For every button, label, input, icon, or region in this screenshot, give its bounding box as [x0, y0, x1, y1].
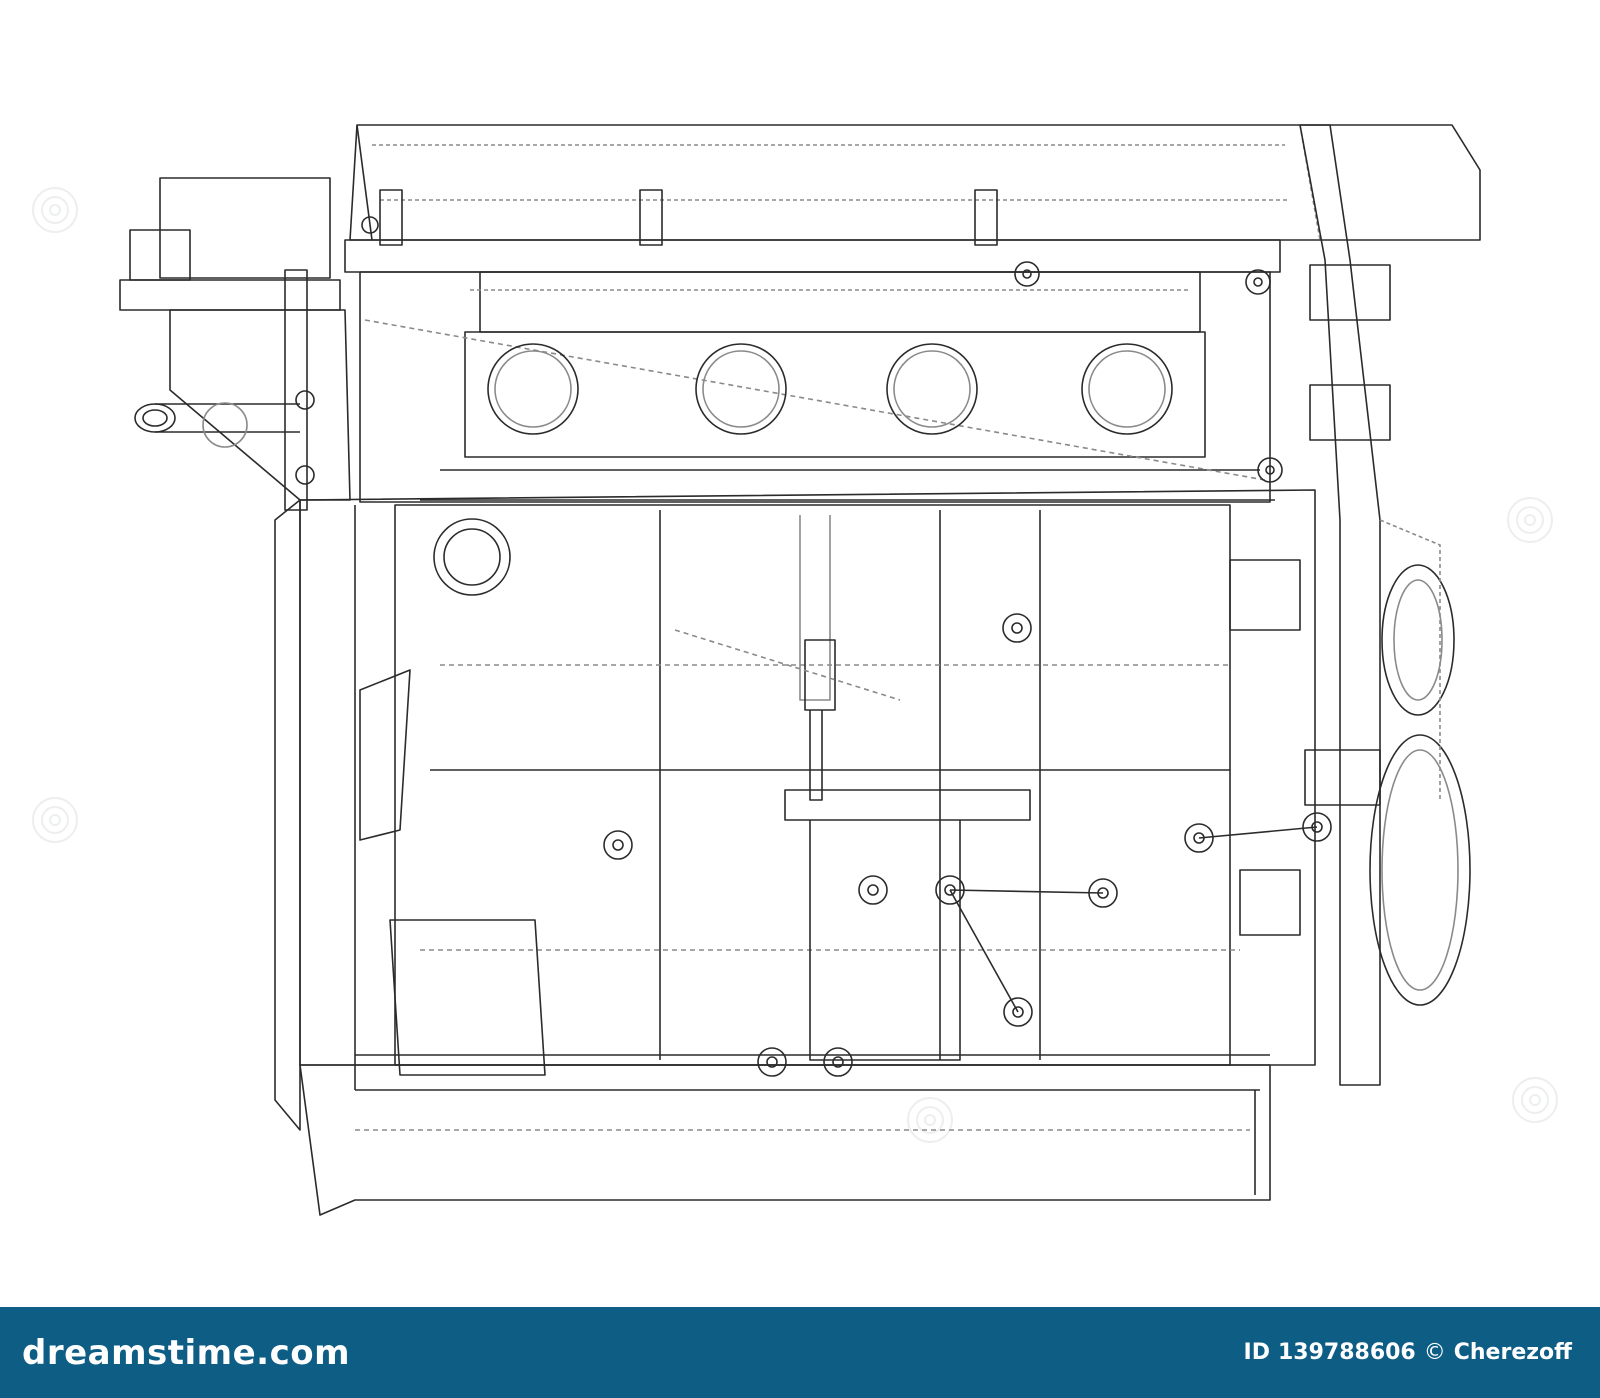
footer-bar: dreamstime.com ID 139788606 © Cherezoff [0, 1307, 1600, 1398]
oil-pan [299, 1064, 1271, 1216]
engine-wireframe-illustration [32, 124, 1558, 1216]
brand-name: dreamstime [22, 1332, 257, 1373]
copyright-icon: © [1423, 1340, 1446, 1365]
id-value: 139788606 [1277, 1340, 1416, 1365]
bolt-fixings [295, 216, 1332, 1077]
cylinder-head [344, 239, 1281, 503]
brand-suffix: .com [256, 1332, 351, 1373]
author-name[interactable]: Cherezoff [1453, 1340, 1572, 1365]
image-credit: ID 139788606 © Cherezoff [1244, 1340, 1572, 1365]
brand-logo[interactable]: dreamstime.com [22, 1333, 350, 1373]
id-label: ID [1243, 1340, 1270, 1365]
engine-block [274, 489, 1316, 1131]
intake-ports [487, 343, 1173, 435]
left-accessory [119, 177, 351, 511]
timing-pulleys [1229, 124, 1471, 1086]
engine-drawing [32, 124, 1558, 1216]
watermark-swirl-icon [32, 187, 1558, 1143]
